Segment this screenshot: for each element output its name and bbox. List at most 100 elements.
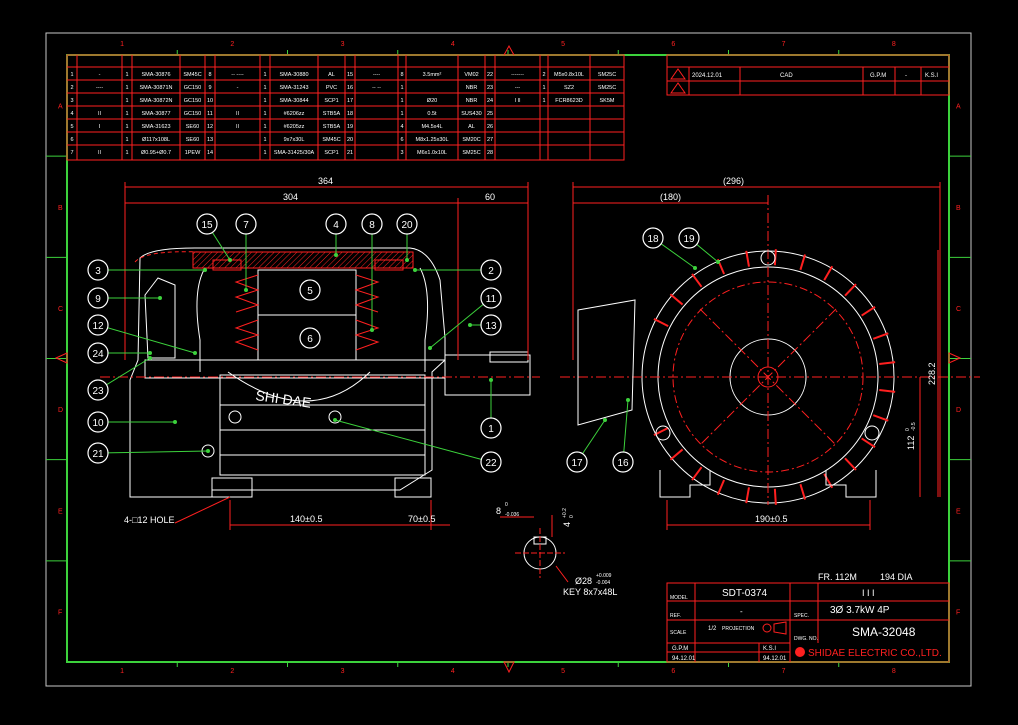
parts-table-cell: SM25C [462, 150, 480, 156]
parts-table-cell: SCP1 [324, 98, 338, 104]
motor-housing-outline [129, 247, 446, 498]
parts-table-cell: 1 [70, 72, 73, 78]
dim-center-height-tol-upper: 0 [905, 428, 911, 431]
parts-table-cell: M5x0.8x10L [554, 72, 584, 78]
dim-body: 304 [283, 192, 298, 202]
end-foot-right [825, 470, 877, 498]
zone-column-label: 7 [782, 41, 786, 48]
parts-table-cell: GC150 [184, 111, 201, 117]
zone-row-label: F [58, 609, 62, 616]
balloon-leader-dot [148, 356, 152, 360]
parts-table-cell: 4 [70, 111, 73, 117]
lbl-projection: PROJECTION [722, 626, 755, 632]
part-balloon [480, 314, 502, 336]
part-balloon-number: 18 [647, 234, 659, 245]
cooling-fin [745, 250, 750, 267]
parts-table-cell: SMA-30872N [139, 98, 172, 104]
dim-foot-end: 190±0.5 [755, 514, 787, 524]
parts-table-cell: #6205zz [284, 124, 305, 130]
parts-table-cell: 14 [207, 150, 213, 156]
zone-column-label: 7 [782, 668, 786, 675]
model-value: SDT-0374 [722, 588, 767, 599]
part-balloon [480, 287, 502, 309]
part-balloon [480, 259, 502, 281]
dim-height: 228.2 [927, 362, 937, 385]
parts-table-cell: SK5M [600, 98, 615, 104]
parts-table-cell: 1 [263, 137, 266, 143]
dim-end-half: (180) [660, 192, 681, 202]
part-balloon [299, 279, 321, 301]
end-terminal-box [577, 299, 636, 426]
frame-size: FR. 112M [818, 572, 857, 582]
revision-checker: K.S.I [925, 73, 938, 79]
part-balloon [642, 227, 664, 249]
part-balloon [87, 259, 109, 281]
part-balloon-number: 16 [617, 458, 629, 469]
zone-row-label: C [58, 306, 63, 313]
revision-date: 2024.12.01 [692, 73, 723, 79]
parts-table-cell: -- -- [372, 85, 381, 91]
key-depth-tol-upper: 0 [505, 502, 508, 508]
shaft-extension [444, 354, 531, 396]
cooling-fin [823, 265, 834, 281]
parts-table-cell: FCR8623D [555, 98, 583, 104]
bracket-left [196, 267, 206, 372]
cooling-fin [872, 414, 889, 422]
part-balloon [396, 213, 418, 235]
part-balloon-number: 24 [92, 349, 104, 360]
parts-table-cell: II [236, 124, 240, 130]
zone-row-label: D [58, 407, 63, 414]
parts-table-cell: 1 [542, 85, 545, 91]
zone-column-label: 3 [341, 668, 345, 675]
parts-table-cell: 17 [347, 98, 353, 104]
nameplate-arc [227, 371, 371, 402]
parts-table-cell: 1 [125, 111, 128, 117]
parts-table-cell: 23 [487, 85, 493, 91]
parts-table-cell: -- ---- [231, 72, 244, 78]
part-balloon [480, 417, 502, 439]
dim-center-height-tol-lower: -0.5 [911, 422, 917, 431]
parts-table-cell: SZ2 [564, 85, 574, 91]
parts-table-cell: 1 [400, 85, 403, 91]
zone-column-label: 5 [561, 668, 565, 675]
balloon-leader-dot [228, 258, 232, 262]
parts-table-cell: 8 [208, 72, 211, 78]
parts-table-cell: M8x1.25x30L [415, 137, 448, 143]
parts-table-cell: 21 [347, 150, 353, 156]
zone-column-label: 1 [120, 668, 124, 675]
dim-center-height: 112 [906, 436, 916, 450]
parts-table-cell: PVC [326, 85, 337, 91]
parts-table-cell: SMA-31425/30A [274, 150, 315, 156]
title-block-text: FR. 112M 194 DIA MODEL SDT-0374 I I I RE… [670, 572, 942, 662]
end-bolt [864, 425, 880, 441]
parts-table-cell: - [237, 85, 239, 91]
balloon-leader-dot [193, 351, 197, 355]
parts-table-cell: Ø20 [427, 98, 437, 104]
balloon-leader-dot [603, 418, 607, 422]
cooling-fan [144, 277, 176, 359]
balloon-leader-dot [428, 346, 432, 350]
parts-table-cell: VM02 [464, 72, 478, 78]
part-balloon-number: 5 [307, 286, 313, 297]
parts-table-cell: 1 [125, 72, 128, 78]
parts-table-cell: SM25C [598, 85, 616, 91]
part-balloon-number: 11 [486, 294, 497, 305]
revision-block: 2024.12.01 CAD G.P.M - K.S.I [666, 54, 950, 96]
parts-table-cell: 18 [347, 111, 353, 117]
zone-column-label: 1 [120, 41, 124, 48]
parts-table-cell: SMA-30844 [279, 98, 308, 104]
shaft-tol-upper: +0.009 [596, 573, 612, 579]
parts-table-cell: SMA-30876 [141, 72, 170, 78]
key-note: KEY 8x7x48L [563, 587, 617, 597]
parts-table-cell: 1 [125, 98, 128, 104]
parts-table-cell: GC150 [184, 98, 201, 104]
balloon-leader-dot [413, 268, 417, 272]
cooling-fin [773, 488, 777, 505]
parts-table-cell: 1 [542, 98, 545, 104]
parts-table-cell: 12 [207, 124, 213, 130]
parts-table-cell: 20 [347, 137, 353, 143]
lbl-spec: SPEC. [794, 613, 809, 619]
cooling-fin [669, 293, 684, 306]
parts-table-cell: SE60 [186, 137, 199, 143]
